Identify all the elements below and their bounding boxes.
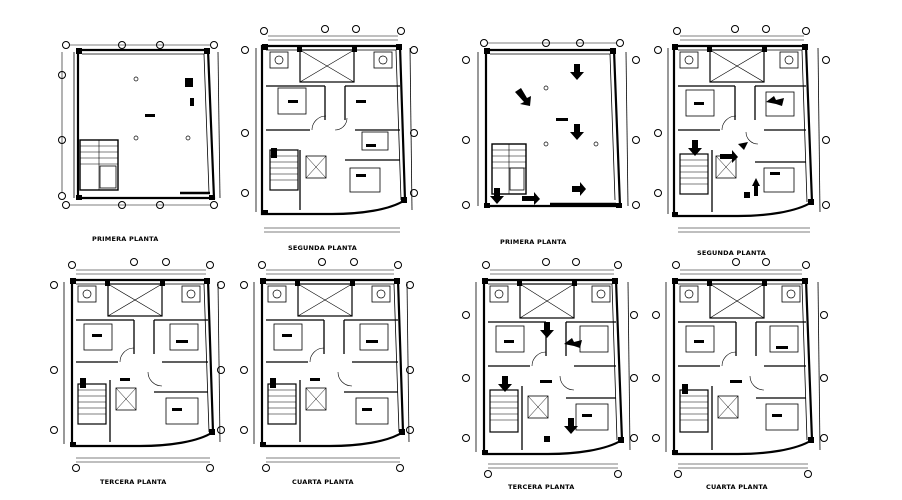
plan-label-primera-left: PRIMERA PLANTA (92, 235, 159, 243)
grid-bubbles (241, 25, 418, 197)
direction-arrows (672, 44, 814, 217)
plan-primera-left: PRIMERA PLANTA (58, 41, 221, 243)
grid-bubbles (652, 258, 828, 442)
plan-label-cuarta-right: CUARTA PLANTA (706, 483, 768, 491)
grid-bubbles (654, 25, 830, 209)
plan-label-segunda-left: SEGUNDA PLANTA (288, 244, 357, 252)
plan-segunda-left: SEGUNDA PLANTA (241, 25, 418, 252)
plan-tercera-left: TERCERA PLANTA (50, 258, 225, 486)
grid-bubbles (240, 258, 414, 434)
plan-label-cuarta-left: CUARTA PLANTA (292, 478, 354, 486)
plan-tercera-right: TERCERA PLANTA (462, 258, 638, 491)
direction-arrows (484, 48, 622, 208)
direction-arrows (482, 278, 624, 455)
grid-bubbles (462, 39, 640, 209)
plan-segunda-right: SEGUNDA PLANTA (654, 25, 830, 257)
plan-primera-right: PRIMERA PLANTA (462, 39, 640, 246)
grid-bubbles (50, 258, 225, 434)
plan-cuarta-right: CUARTA PLANTA (652, 258, 828, 491)
plan-label-tercera-right: TERCERA PLANTA (508, 483, 575, 491)
grid-bubbles (462, 258, 638, 442)
plan-label-segunda-right: SEGUNDA PLANTA (697, 249, 766, 257)
plan-cuarta-left: CUARTA PLANTA (240, 258, 414, 486)
plan-label-primera-right: PRIMERA PLANTA (500, 238, 567, 246)
grid-bubbles (58, 41, 218, 209)
plan-label-tercera-left: TERCERA PLANTA (100, 478, 167, 486)
